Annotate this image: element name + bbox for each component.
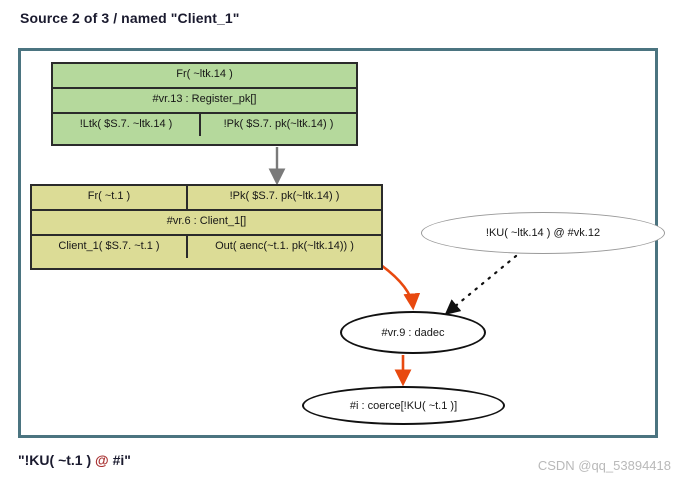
rule-cell: Fr( ~t.1 ) <box>32 186 188 209</box>
bottom-label-suffix: #i" <box>108 452 131 468</box>
rule-row-name: #vr.6 : Client_1[] <box>32 210 381 236</box>
rule-cell: Out( aenc(~t.1. pk(~ltk.14)) ) <box>188 235 381 259</box>
rule-node-client-1[interactable]: Fr( ~t.1 ) !Pk( $S.7. pk(~ltk.14) ) #vr.… <box>30 184 383 270</box>
rule-row-premises: Fr( ~t.1 ) !Pk( $S.7. pk(~ltk.14) ) <box>32 186 381 211</box>
node-dadec[interactable]: #vr.9 : dadec <box>340 311 486 354</box>
node-coerce[interactable]: #i : coerce[!KU( ~t.1 )] <box>302 386 505 425</box>
rule-row-conclusions: Client_1( $S.7. ~t.1 ) Out( aenc(~t.1. p… <box>32 235 381 259</box>
rule-cell: !Ltk( $S.7. ~ltk.14 ) <box>53 113 201 137</box>
bottom-label: "!KU( ~t.1 ) @ #i" <box>18 452 131 468</box>
rule-cell: !Pk( $S.7. pk(~ltk.14) ) <box>188 186 381 209</box>
bottom-label-at: @ <box>95 452 109 468</box>
rule-row-conclusions: !Ltk( $S.7. ~ltk.14 ) !Pk( $S.7. pk(~ltk… <box>53 113 356 137</box>
edge-ku-to-dadec <box>444 254 518 315</box>
rule-cell: !Pk( $S.7. pk(~ltk.14) ) <box>201 113 356 137</box>
rule-cell: #vr.6 : Client_1[] <box>32 210 381 234</box>
rule-row-name: #vr.13 : Register_pk[] <box>53 88 356 114</box>
rule-row-premises: Fr( ~ltk.14 ) <box>53 64 356 89</box>
rule-cell: Client_1( $S.7. ~t.1 ) <box>32 235 188 259</box>
rule-cell: Fr( ~ltk.14 ) <box>53 64 356 87</box>
bottom-label-prefix: "!KU( ~t.1 ) <box>18 452 96 468</box>
page-title: Source 2 of 3 / named "Client_1" <box>20 10 240 26</box>
rule-cell: #vr.13 : Register_pk[] <box>53 88 356 112</box>
edge-olive-to-dadec <box>380 263 421 311</box>
rule-node-register-pk[interactable]: Fr( ~ltk.14 ) #vr.13 : Register_pk[] !Lt… <box>51 62 358 146</box>
node-ku-fact[interactable]: !KU( ~ltk.14 ) @ #vk.12 <box>421 212 665 254</box>
watermark: CSDN @qq_53894418 <box>537 458 671 473</box>
